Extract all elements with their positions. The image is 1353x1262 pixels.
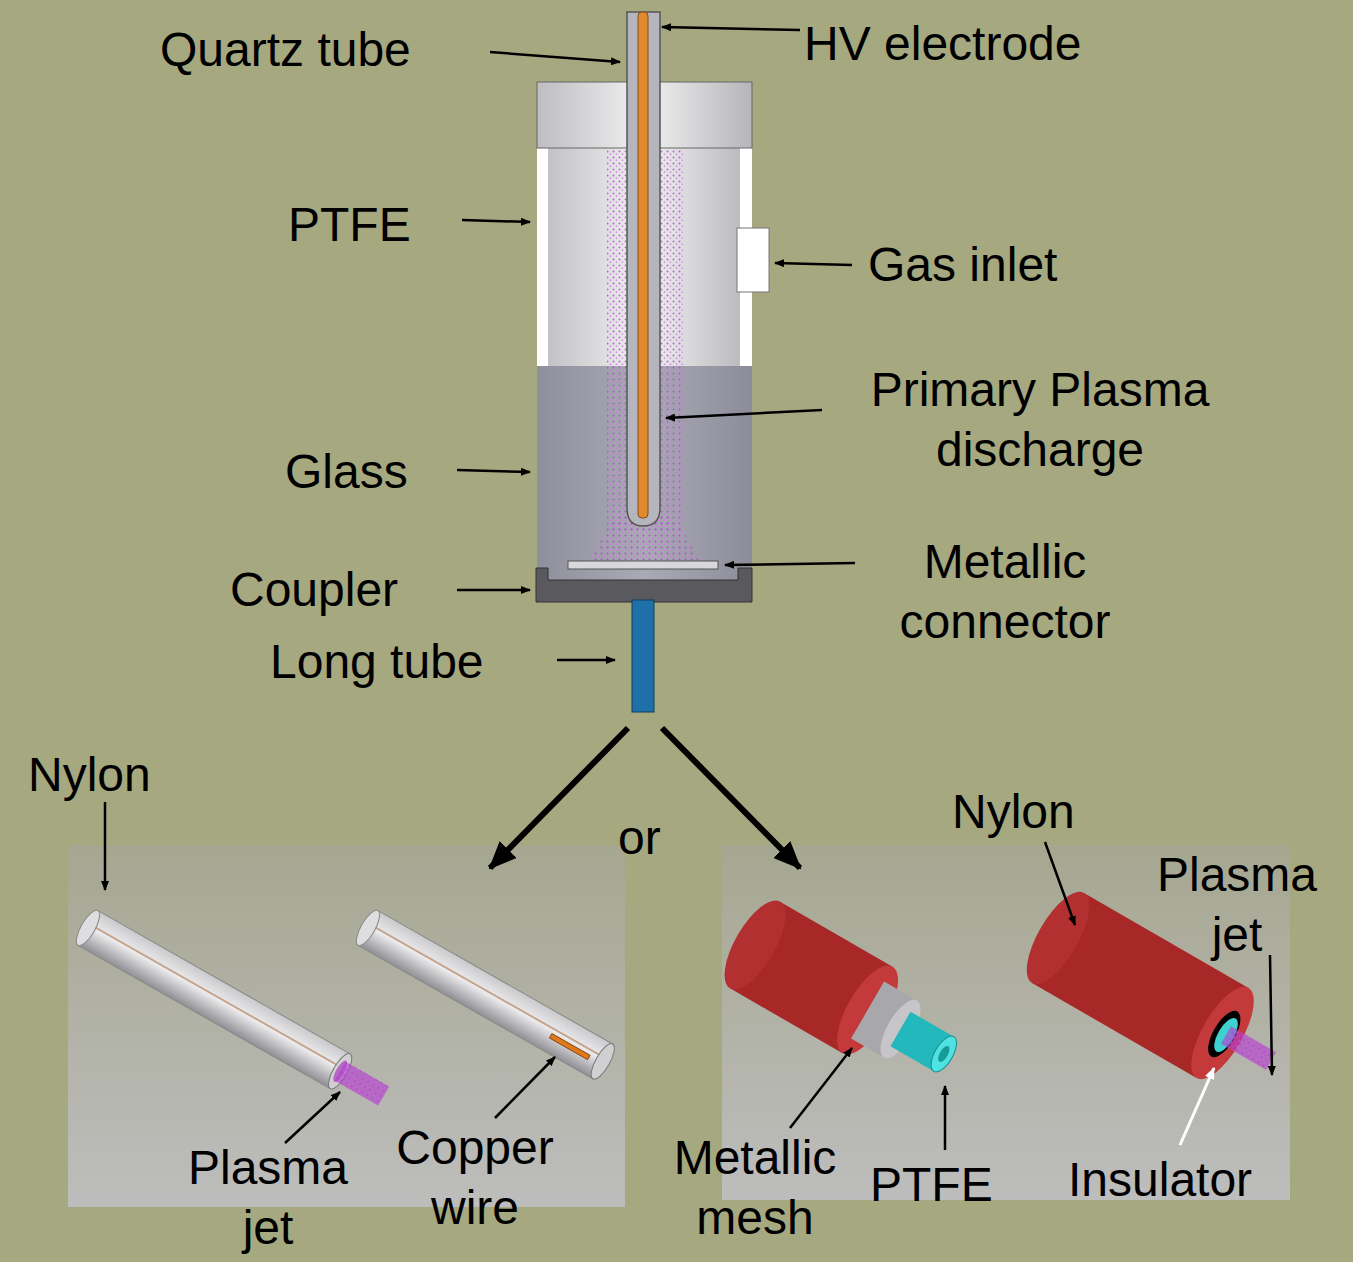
nylon-mesh-tube xyxy=(713,892,798,999)
leader-line xyxy=(490,52,620,62)
part-label: Metallic mesh xyxy=(635,1128,875,1248)
nylon-tube xyxy=(72,907,393,1113)
part-label: Copper wire xyxy=(375,1118,575,1238)
part-label: PTFE xyxy=(870,1155,1070,1215)
leader-line xyxy=(457,470,530,472)
long-tube xyxy=(632,600,654,712)
leader-line xyxy=(790,1048,852,1128)
leader-line xyxy=(1270,955,1272,1075)
leader-line xyxy=(775,263,852,265)
quartz-tube xyxy=(627,12,660,526)
leader-line xyxy=(104,802,107,890)
branch-arrow xyxy=(490,728,800,868)
nylon-tube xyxy=(72,907,104,949)
nylon-jet-tube xyxy=(1221,1026,1276,1069)
quartz-tube xyxy=(627,12,660,526)
part-label: Metallic connector xyxy=(855,532,1155,652)
leader-line xyxy=(495,1057,555,1118)
branch-arrow xyxy=(490,728,628,868)
nylon-tube-with-wire xyxy=(358,911,613,1079)
reactor-body xyxy=(737,228,769,292)
part-label: or xyxy=(618,808,698,868)
part-label: Nylon xyxy=(28,745,228,805)
part-label: PTFE xyxy=(288,195,488,255)
nylon-tube xyxy=(335,1062,389,1106)
nylon-tube xyxy=(335,1062,389,1106)
part-label: Plasma jet xyxy=(1137,845,1337,965)
leader-line xyxy=(462,220,530,222)
leader-line xyxy=(1180,1068,1214,1145)
nylon-mesh-tube xyxy=(936,1044,952,1064)
leader-line xyxy=(1045,842,1075,925)
part-label: HV electrode xyxy=(804,14,1224,74)
part-label: Insulator xyxy=(1068,1150,1338,1210)
nylon-tube-with-wire xyxy=(549,1034,590,1060)
nylon-jet-tube xyxy=(1221,1026,1276,1069)
nylon-tube-with-wire xyxy=(352,907,619,1082)
leader-line xyxy=(285,1092,340,1143)
part-label: Plasma jet xyxy=(168,1138,368,1258)
leader-line xyxy=(944,1086,947,1150)
quartz-tube xyxy=(638,12,648,518)
coupler xyxy=(568,561,718,569)
nylon-tube xyxy=(78,911,350,1089)
nylon-tube-with-wire xyxy=(375,927,601,1055)
leader-line xyxy=(666,410,822,418)
coupler xyxy=(536,568,752,602)
part-label: Quartz tube xyxy=(160,20,520,80)
leader-line xyxy=(725,563,855,565)
part-label: Gas inlet xyxy=(868,235,1198,295)
coupler xyxy=(536,561,752,602)
nylon-tube-with-wire xyxy=(587,1041,619,1083)
leader-line xyxy=(105,802,555,1143)
leader-line xyxy=(662,27,800,30)
nylon-mesh-tube xyxy=(713,892,977,1102)
part-label: Primary Plasma discharge xyxy=(820,360,1260,480)
branch-arrow xyxy=(662,728,800,868)
leader-line xyxy=(457,589,530,592)
part-label: Coupler xyxy=(230,560,470,620)
nylon-tube xyxy=(95,927,338,1065)
part-label: Long tube xyxy=(270,632,560,692)
nylon-tube-with-wire xyxy=(352,907,384,949)
nylon-mesh-tube xyxy=(926,1032,962,1076)
nylon-jet-tube xyxy=(1179,978,1266,1088)
leader-line xyxy=(557,659,615,662)
leader-line xyxy=(457,27,855,660)
part-label: Glass xyxy=(285,442,485,502)
part-label: Nylon xyxy=(952,782,1152,842)
nylon-jet-tube xyxy=(1015,883,1102,993)
reactor-body xyxy=(537,148,548,366)
